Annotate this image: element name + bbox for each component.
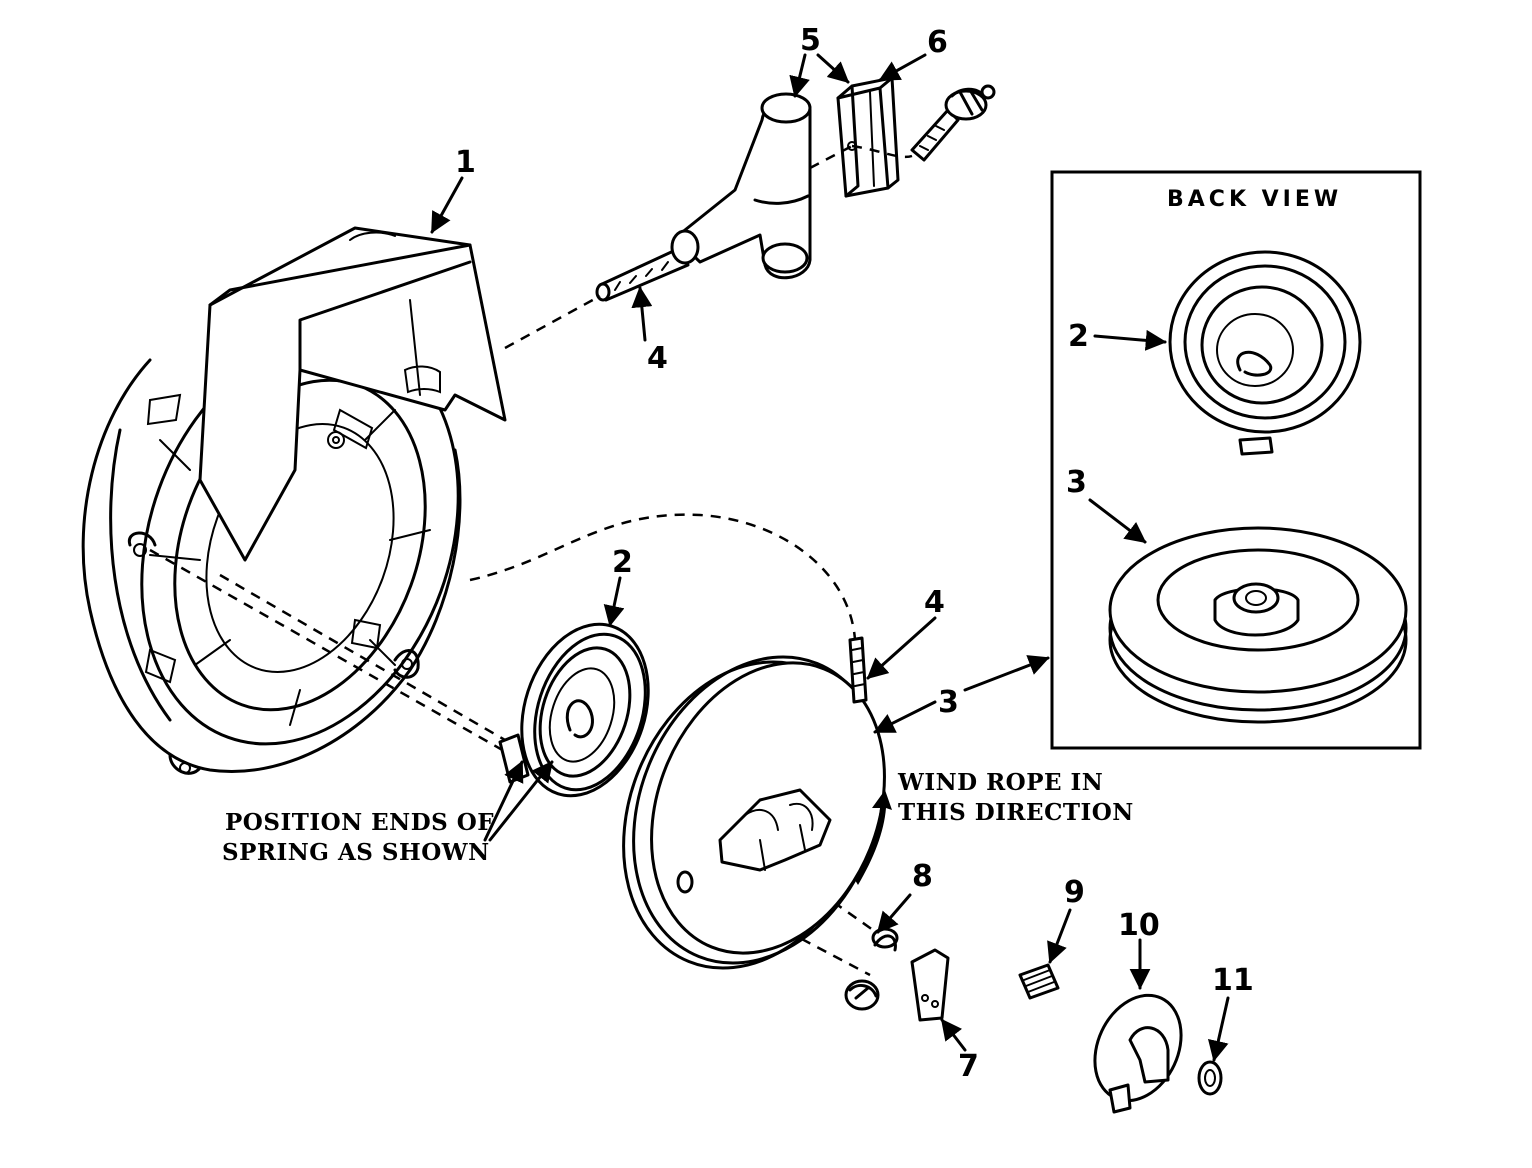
- rope-retainer-clip: [836, 76, 900, 198]
- screw-part: [844, 979, 880, 1011]
- starter-handle: [670, 92, 812, 280]
- callout-5: 5: [800, 23, 821, 58]
- pawl-spring-8: [871, 927, 899, 952]
- callout-10: 10: [1118, 908, 1160, 943]
- back-view-panel: [1050, 170, 1422, 750]
- wind-direction-arrow: [855, 790, 892, 885]
- callout-arrows: [430, 53, 1230, 1062]
- callout-9: 9: [1064, 875, 1085, 910]
- blower-housing: [81, 226, 507, 775]
- position-spring-note-line1: POSITION ENDS OF: [225, 809, 494, 836]
- callout-1: 1: [455, 145, 476, 180]
- callout-7: 7: [958, 1049, 979, 1084]
- starter-pulley: [622, 636, 886, 970]
- callout-2-spring: 2: [612, 545, 633, 580]
- clip-part-11: [1197, 1060, 1223, 1096]
- pawl-part-7: [910, 948, 950, 1022]
- position-spring-note-line2: SPRING AS SHOWN: [222, 839, 490, 866]
- wind-rope-note-line1: WIND ROPE IN: [897, 769, 1103, 796]
- callout-2-back-view: 2: [1068, 319, 1089, 354]
- back-view-title: BACK VIEW: [1167, 187, 1342, 212]
- callout-3-back-view: 3: [1066, 465, 1087, 500]
- callout-4-pulley: 4: [924, 585, 945, 620]
- retainer-part-10: [1093, 993, 1183, 1114]
- callout-3-pulley: 3: [938, 685, 959, 720]
- callout-4-handle: 4: [647, 341, 668, 376]
- callout-6: 6: [927, 25, 948, 60]
- callout-8: 8: [912, 859, 933, 894]
- recoil-spring: [498, 622, 650, 798]
- wind-rope-note-line2: THIS DIRECTION: [898, 799, 1134, 826]
- spring-part-9: [1018, 963, 1060, 1000]
- callout-11: 11: [1212, 963, 1254, 998]
- rope-knot-end: [910, 84, 996, 162]
